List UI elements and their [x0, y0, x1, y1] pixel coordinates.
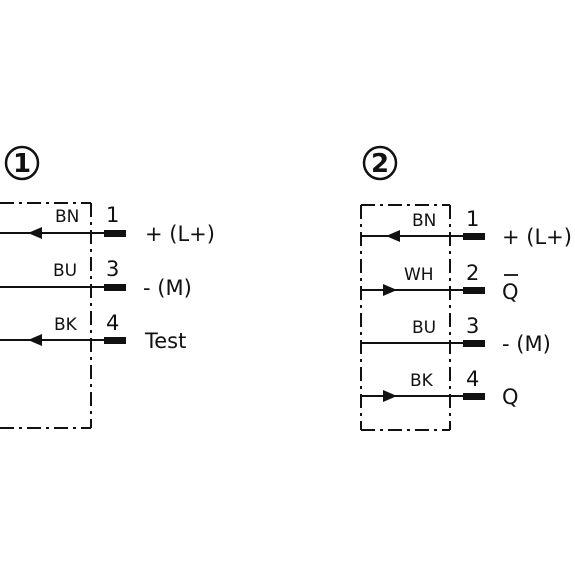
pin-signal: Q [502, 280, 519, 304]
diagram-2-pin-row: WH 2 Q [361, 261, 519, 304]
diagram-1-badge: 1 [4, 145, 40, 181]
arrow-left-icon [28, 227, 42, 239]
terminal-pin [463, 233, 485, 240]
pin-number: 3 [466, 314, 479, 338]
pin-number: 3 [106, 257, 119, 281]
wire-color-code: BU [412, 318, 436, 338]
wire-color-code: WH [404, 265, 434, 285]
diagram-2-pin-row: BU 3 - (M) [361, 314, 551, 356]
pin-number: 4 [466, 367, 479, 391]
terminal-pin [104, 337, 126, 344]
terminal-pin [104, 230, 126, 237]
pin-signal: + (L+) [502, 225, 572, 249]
diagram-2-pin-row: BN 1 + (L+) [361, 207, 572, 249]
arrow-right-icon [383, 390, 397, 402]
arrow-right-icon [383, 284, 397, 296]
pin-signal: Q [502, 385, 519, 409]
pin-number: 4 [106, 311, 119, 335]
diagram-1-pin-row: BN 1 + (L+) [0, 203, 215, 246]
pin-number: 1 [106, 203, 119, 227]
badge-circle-icon [362, 145, 398, 181]
terminal-pin [463, 340, 485, 347]
wire-color-code: BN [412, 211, 436, 231]
arrow-left-icon [386, 230, 400, 242]
diagram-1-pin-row: BK 4 Test [0, 311, 186, 353]
terminal-pin [463, 393, 485, 400]
diagram-2: 2 BN 1 + (L+) WH 2 Q [360, 145, 572, 431]
pin-signal: + (L+) [145, 222, 215, 246]
pin-signal: - (M) [502, 332, 551, 356]
wire-color-code: BN [55, 207, 79, 227]
pin-signal: Test [144, 329, 186, 353]
diagram-2-pin-row: BK 4 Q [361, 367, 519, 409]
badge-number: 1 [13, 149, 31, 179]
diagram-2-housing [360, 204, 451, 431]
wire-color-code: BK [410, 371, 434, 391]
diagram-1: 1 BN 1 + (L+) BU 3 - (M) [0, 145, 215, 429]
badge-number: 2 [371, 149, 389, 179]
wire-color-code: BU [53, 261, 77, 281]
arrow-left-icon [28, 334, 42, 346]
wire-color-code: BK [54, 315, 78, 335]
badge-circle-icon [4, 145, 40, 181]
terminal-pin [463, 287, 485, 294]
terminal-pin [104, 284, 126, 291]
pin-number: 1 [466, 207, 479, 231]
diagram-2-badge: 2 [362, 145, 398, 181]
pin-number: 2 [466, 261, 479, 285]
diagram-1-pin-row: BU 3 - (M) [0, 257, 192, 300]
pin-signal: - (M) [143, 276, 192, 300]
diagram-1-housing [0, 202, 92, 429]
